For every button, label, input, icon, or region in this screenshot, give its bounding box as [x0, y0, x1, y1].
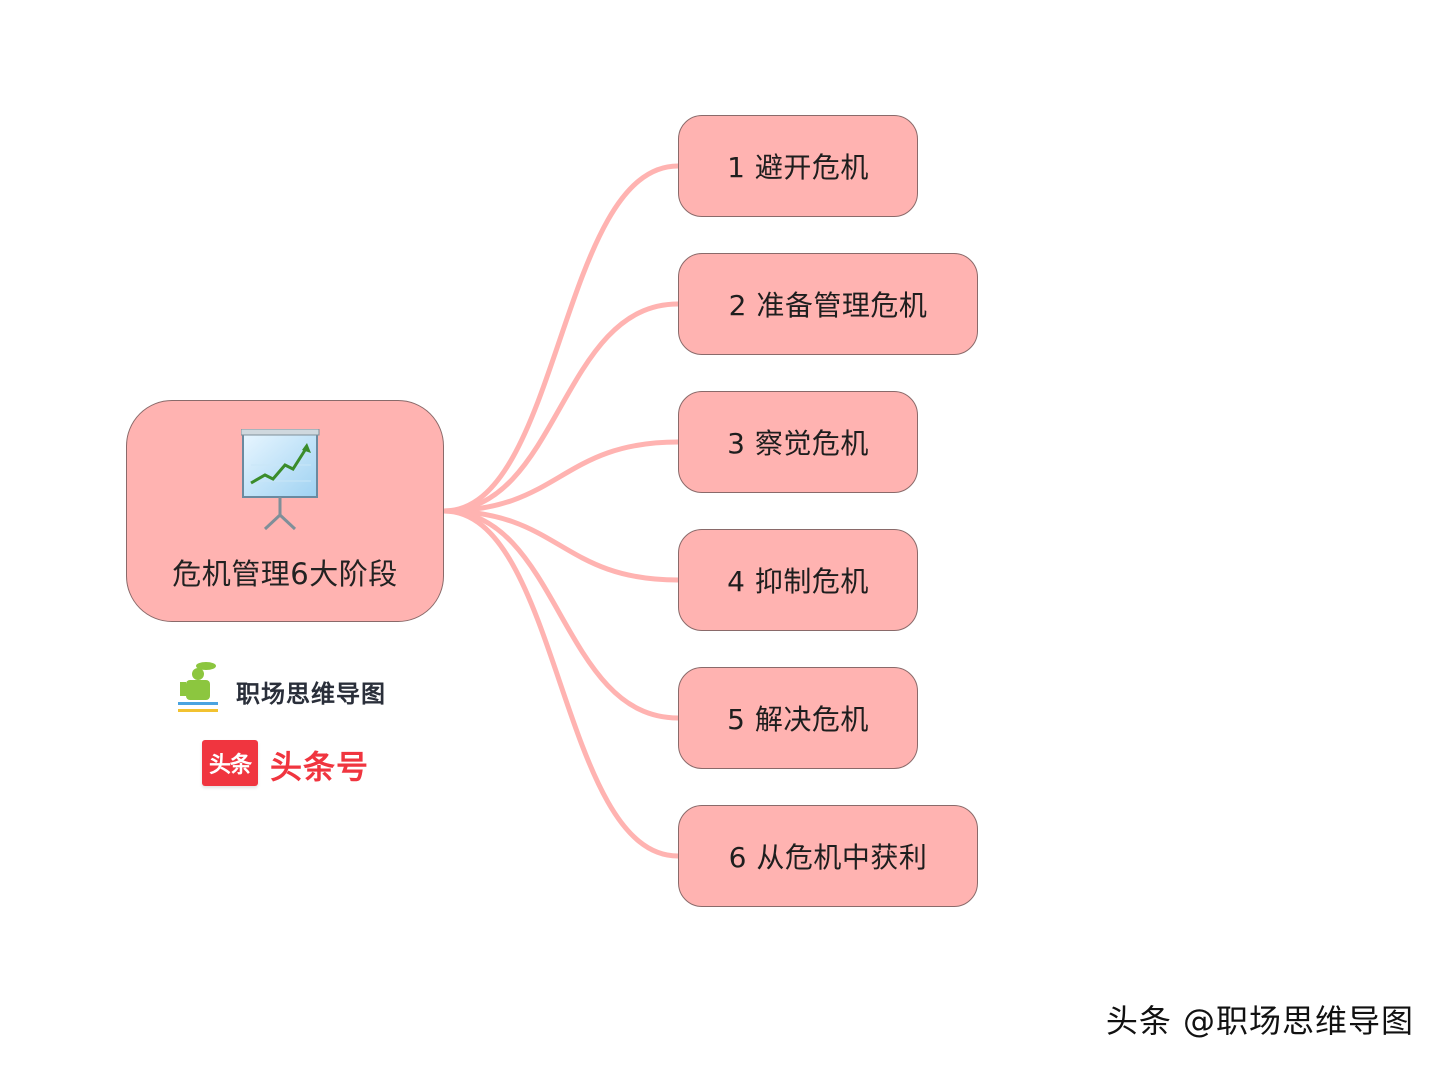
root-node[interactable]: 危机管理6大阶段	[126, 400, 444, 622]
connector-6	[441, 508, 681, 859]
mascot-logo-icon	[178, 662, 218, 712]
branch-node-1[interactable]: 1 避开危机	[678, 115, 918, 217]
connector-3	[441, 439, 681, 514]
toutiao-logo: 头条 头条号	[202, 736, 422, 790]
root-label: 危机管理6大阶段	[172, 557, 398, 591]
branch-node-5[interactable]: 5 解决危机	[678, 667, 918, 769]
connector-5	[441, 508, 681, 721]
connector-2	[441, 301, 681, 514]
branch-node-3[interactable]: 3 察觉危机	[678, 391, 918, 493]
toutiao-badge: 头条	[202, 740, 258, 786]
branch-node-6[interactable]: 6 从危机中获利	[678, 805, 978, 907]
connector-1	[441, 163, 681, 514]
watermark: 头条 @职场思维导图	[1105, 1002, 1414, 1040]
brand-logo: 职场思维导图	[172, 660, 412, 716]
presentation-chart-icon	[241, 429, 320, 531]
toutiao-text: 头条号	[270, 748, 370, 786]
branch-node-4[interactable]: 4 抑制危机	[678, 529, 918, 631]
connector-4	[441, 508, 681, 583]
brand-text: 职场思维导图	[236, 680, 386, 708]
branch-node-2[interactable]: 2 准备管理危机	[678, 253, 978, 355]
